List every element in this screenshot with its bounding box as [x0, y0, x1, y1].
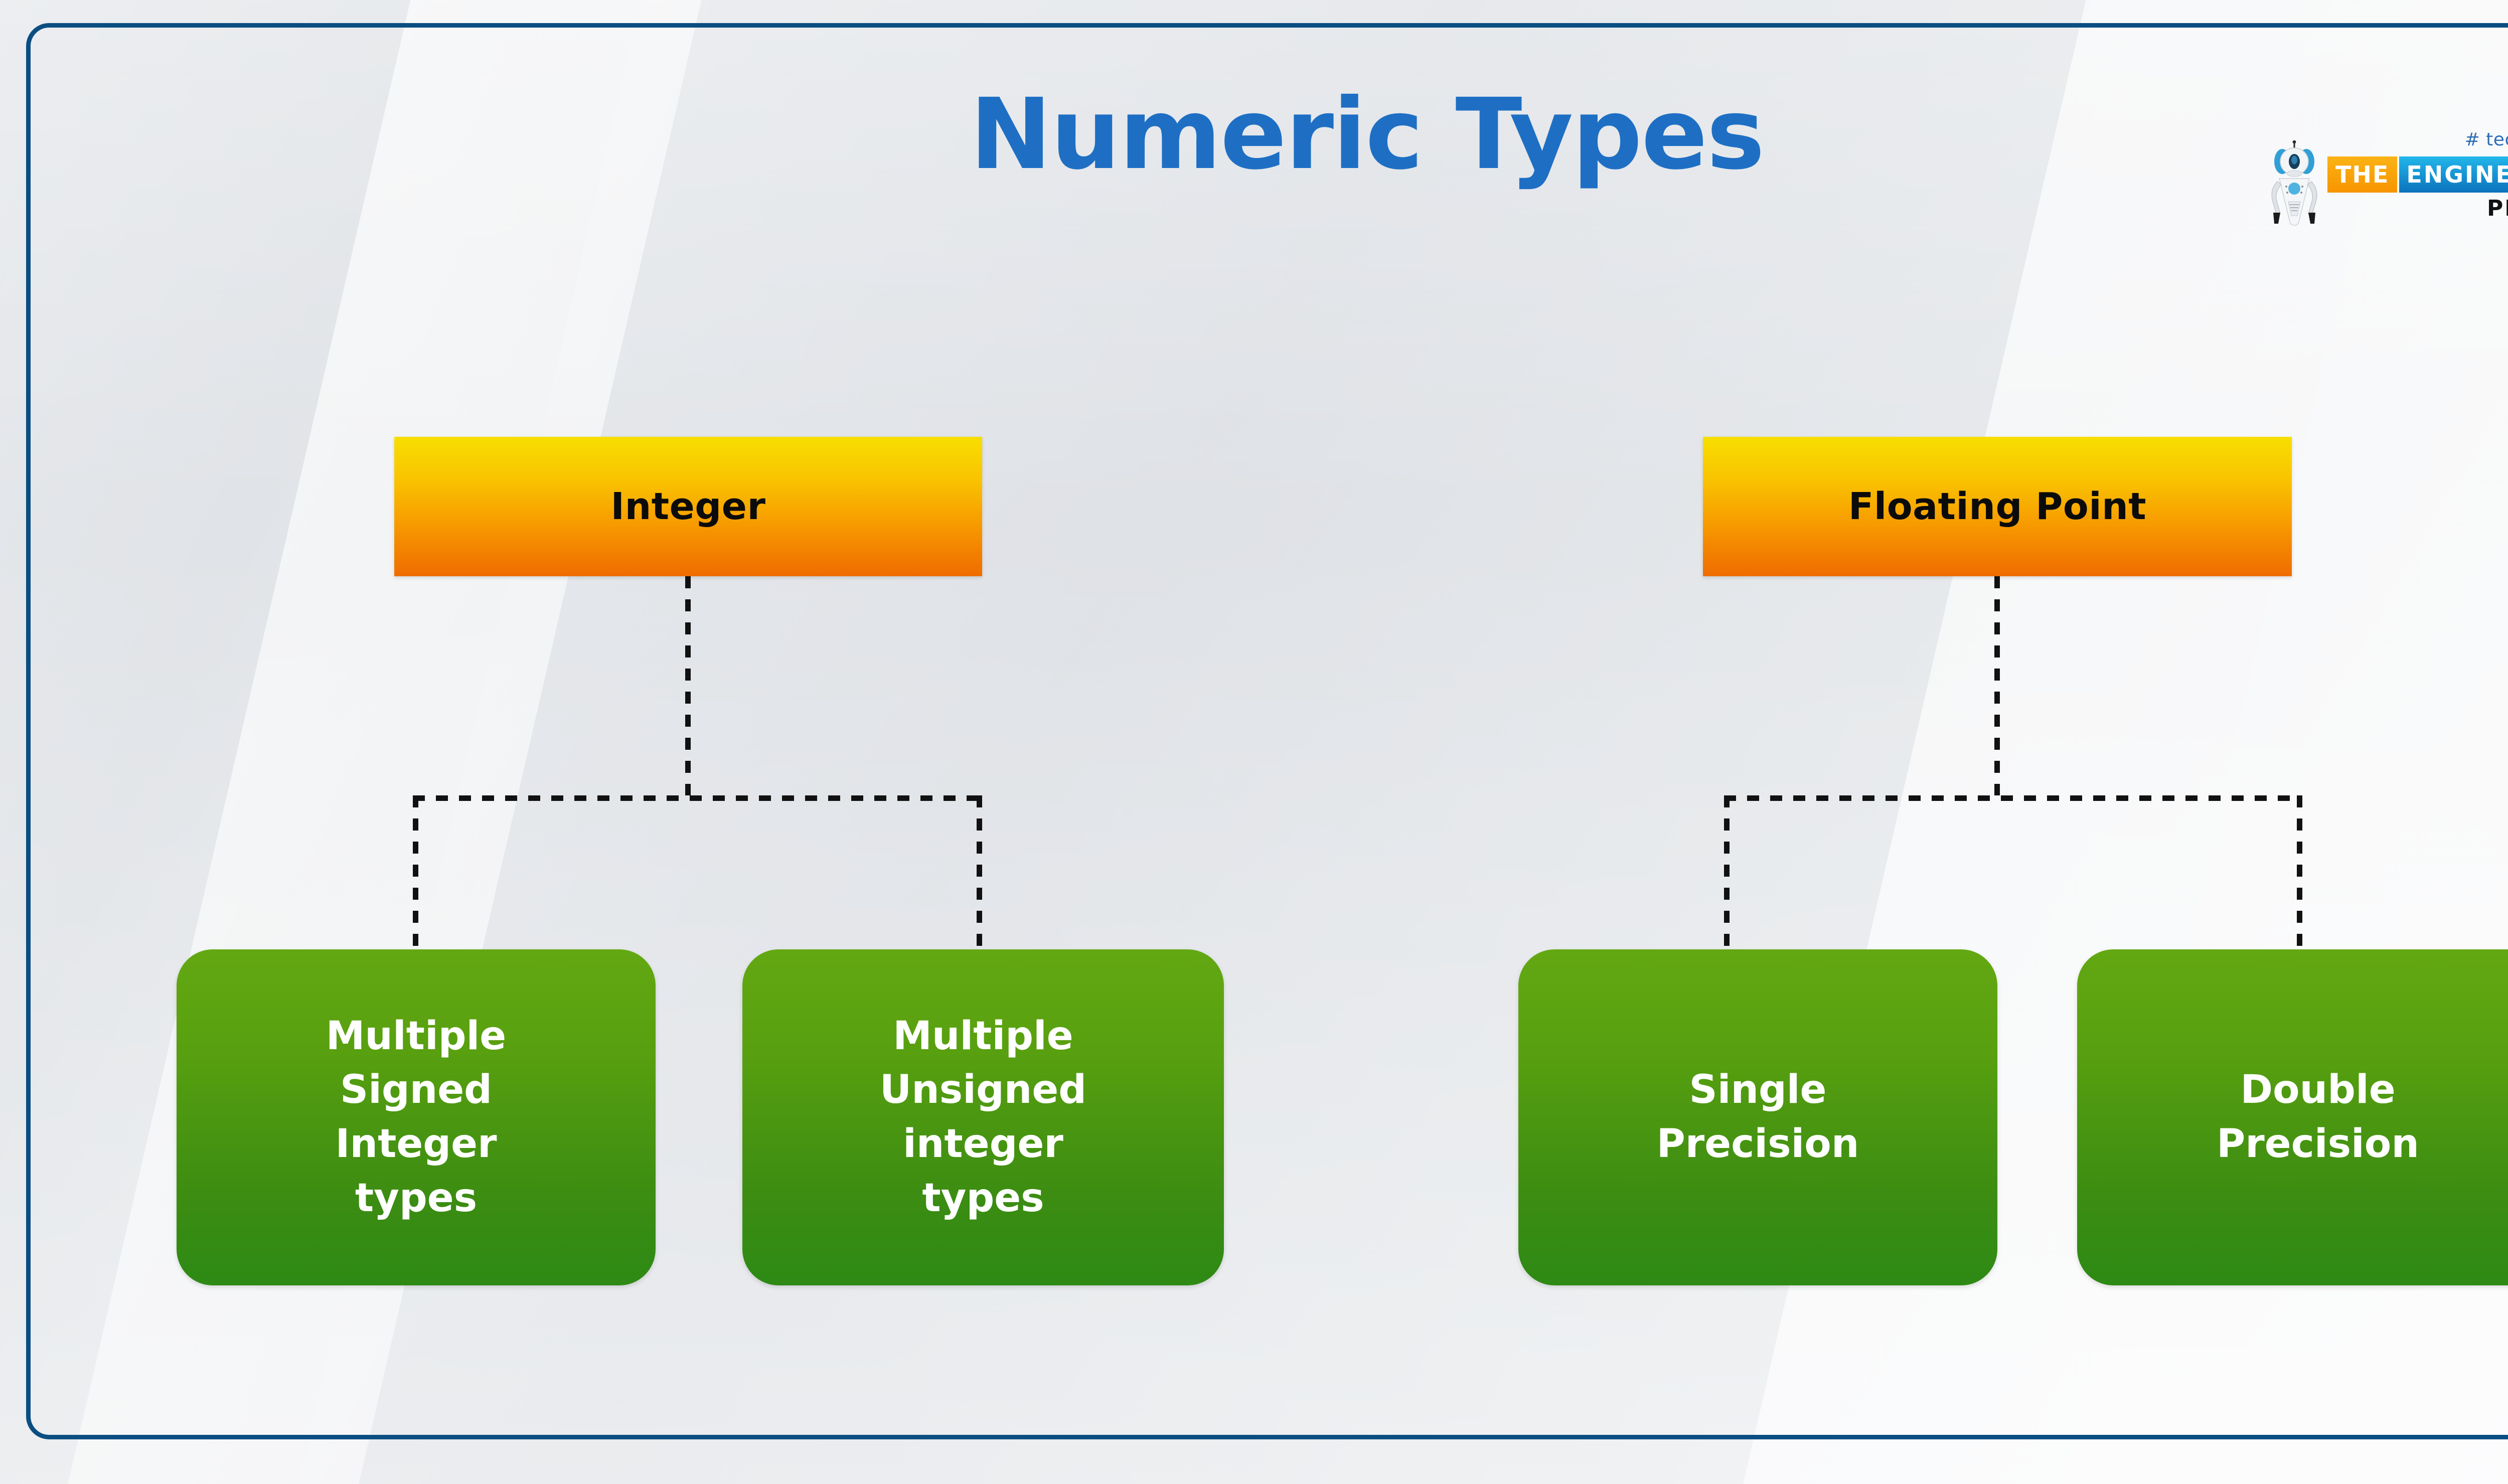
brand-logo: # technopreneur THE ENGINEERING PROJECTS	[2267, 129, 2508, 235]
connector-integer-to-signed	[413, 795, 418, 953]
connector-float-to-double	[2297, 795, 2302, 953]
node-single-precision[interactable]: Single Precision	[1518, 949, 1997, 1285]
connector-float-stem	[1994, 576, 2000, 795]
node-integer-label: Integer	[610, 485, 766, 528]
connector-integer-to-unsigned	[977, 795, 982, 953]
node-single-label: Single Precision	[1656, 1067, 1859, 1167]
connector-integer-stem	[685, 576, 691, 795]
logo-word-projects: PROJECTS	[2487, 196, 2508, 221]
node-double-precision[interactable]: Double Precision	[2077, 949, 2508, 1285]
logo-word-engineering: ENGINEERING	[2399, 156, 2508, 193]
node-floating-point-label: Floating Point	[1848, 485, 2147, 528]
node-integer[interactable]: Integer	[394, 437, 982, 576]
page-title: Numeric Types	[970, 77, 1765, 191]
node-signed-label: Multiple Signed Integer types	[326, 1013, 507, 1221]
robot-mascot-icon	[2271, 140, 2317, 226]
node-unsigned-label: Multiple Unsigned integer types	[879, 1013, 1087, 1221]
connector-float-to-single	[1724, 795, 1730, 953]
node-floating-point[interactable]: Floating Point	[1703, 437, 2292, 576]
logo-tagline: # technopreneur	[2464, 129, 2508, 150]
node-multiple-unsigned-integer-types[interactable]: Multiple Unsigned integer types	[742, 949, 1224, 1285]
node-multiple-signed-integer-types[interactable]: Multiple Signed Integer types	[177, 949, 656, 1285]
connector-float-crossbar	[1724, 795, 2302, 801]
logo-wordmark: THE ENGINEERING	[2327, 156, 2508, 193]
logo-word-the: THE	[2327, 156, 2398, 193]
node-double-label: Double Precision	[2217, 1067, 2419, 1167]
connector-integer-crossbar	[413, 795, 982, 801]
